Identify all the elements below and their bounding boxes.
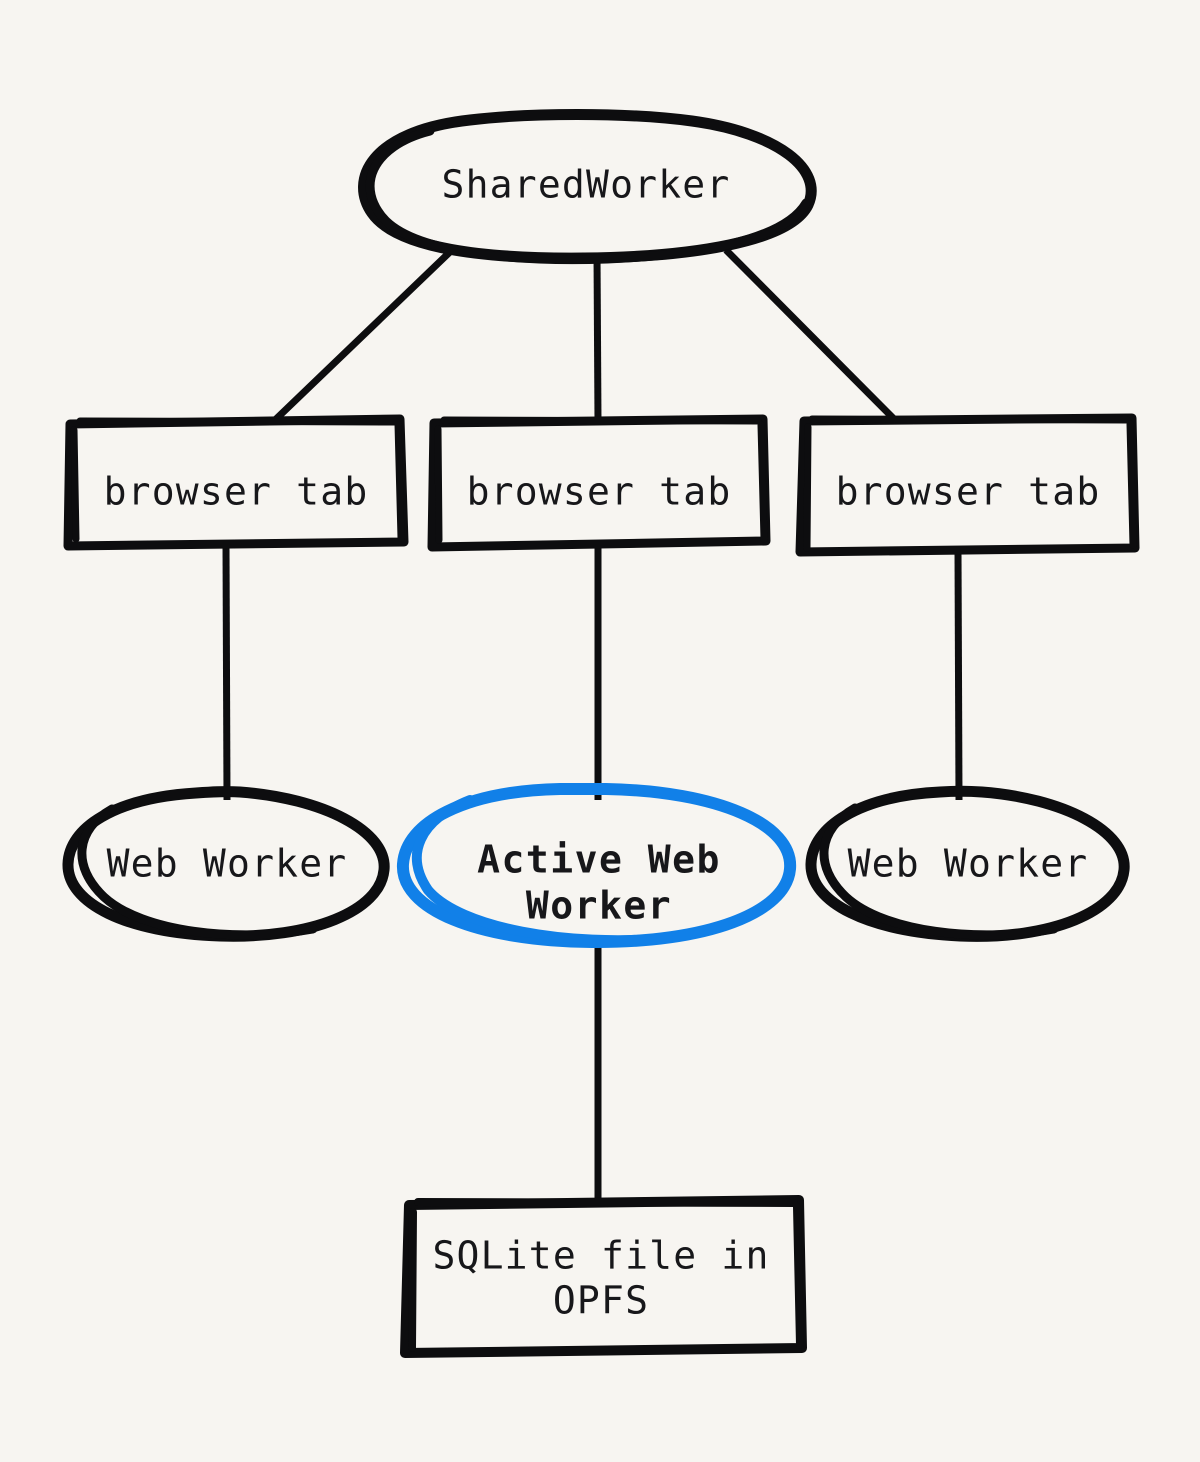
node-sqlite-opfs[interactable]: SQLite file in OPFS [400, 1195, 807, 1358]
edge-sharedworker-tab-right [723, 247, 898, 423]
node-web-worker-left[interactable]: Web Worker [62, 786, 390, 942]
sqlite-opfs-overstroke [408, 1198, 804, 1352]
web-worker-right-ellipse-overstroke [819, 803, 1059, 940]
browser-tab-left-overstroke [70, 417, 405, 543]
active-web-worker-label-line2: Worker [526, 884, 672, 928]
shared-worker-label: SharedWorker [442, 163, 731, 207]
web-worker-left-label: Web Worker [107, 842, 348, 886]
active-web-worker-label-line1: Active Web [477, 838, 721, 882]
edge-sharedworker-tab-center [593, 253, 602, 423]
edge-tab-left-worker-left [222, 545, 231, 801]
node-browser-tab-left[interactable]: browser tab [63, 414, 409, 551]
browser-tab-right-overstroke [803, 415, 1137, 552]
web-worker-right-label: Web Worker [848, 842, 1089, 886]
sqlite-opfs-label-line1: SQLite file in [432, 1234, 769, 1278]
browser-tab-right-label: browser tab [836, 470, 1101, 514]
active-web-worker-ellipse-outline [396, 782, 797, 949]
edge-tab-right-worker-right [954, 551, 963, 801]
shared-worker-ellipse-overstroke [365, 126, 811, 265]
node-web-worker-right[interactable]: Web Worker [805, 785, 1130, 942]
browser-tab-center-label: browser tab [467, 470, 732, 514]
browser-tab-center-overstroke [434, 416, 768, 544]
node-shared-worker[interactable]: SharedWorker [358, 109, 817, 265]
edge-layer [222, 247, 963, 1204]
sqlite-opfs-label-line2: OPFS [553, 1279, 649, 1323]
active-web-worker-ellipse-overstroke [411, 795, 673, 946]
node-browser-tab-right[interactable]: browser tab [795, 413, 1140, 557]
edge-sharedworker-tab-left [272, 247, 455, 423]
node-active-web-worker[interactable]: Active Web Worker [396, 782, 797, 949]
web-worker-left-ellipse-overstroke [77, 804, 318, 940]
node-browser-tab-center[interactable]: browser tab [427, 414, 771, 552]
browser-tab-left-label: browser tab [104, 470, 369, 514]
